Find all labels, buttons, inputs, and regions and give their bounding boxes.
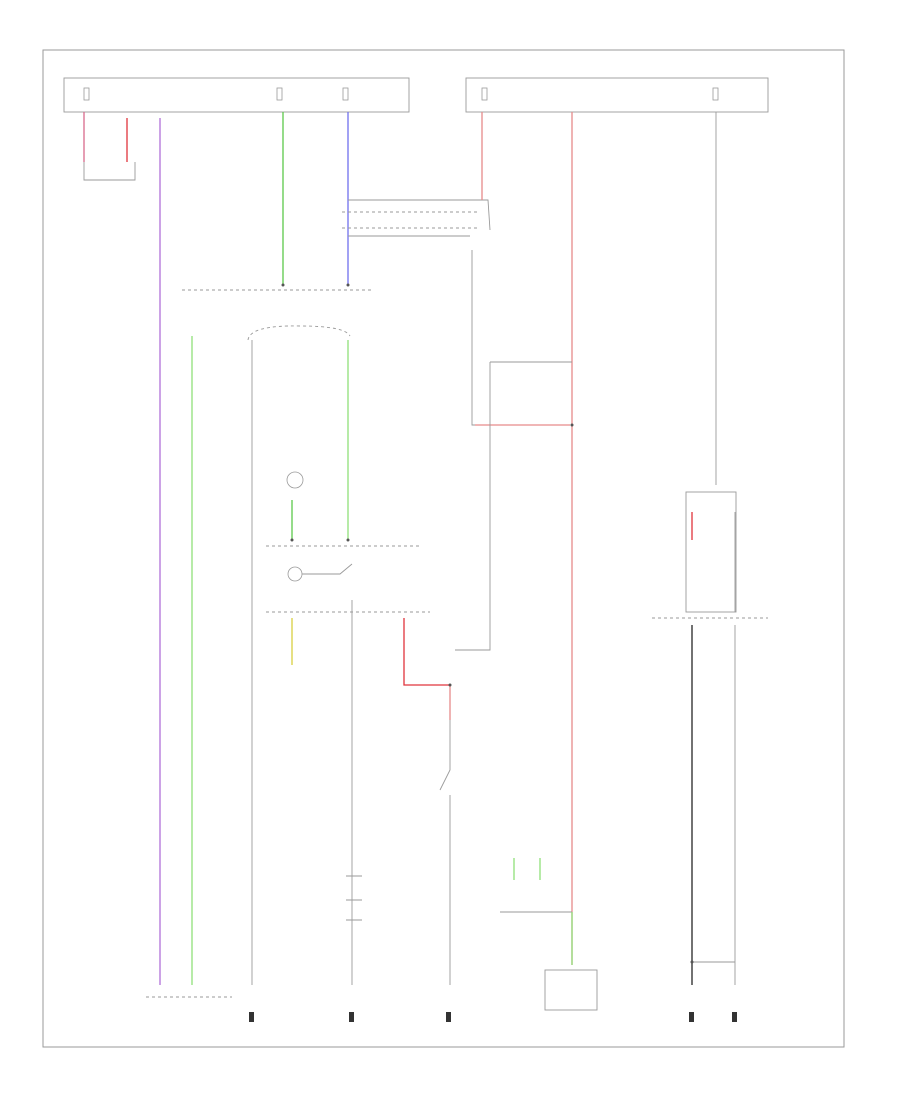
- diagram-frame: [42, 49, 845, 1048]
- joint-box: [455, 361, 572, 651]
- resistor-block: [346, 875, 362, 921]
- ground-symbols: [249, 1012, 737, 1022]
- brake-switch: [439, 720, 451, 985]
- switch-arc: [247, 325, 351, 341]
- lamp-lead: [302, 563, 353, 575]
- lamp-symbol: [287, 566, 303, 582]
- indicator-lamp: [286, 471, 304, 489]
- fuse-box-right: [465, 77, 769, 113]
- relay-box: [685, 491, 737, 613]
- wire-gray-stop-upper: [348, 199, 491, 231]
- dash-switch-box: [342, 211, 480, 229]
- fuse-box-left: [63, 77, 410, 113]
- abs-connector-wires: [513, 858, 541, 880]
- splice-dots: [281, 283, 694, 964]
- steering-switch-loop: [83, 162, 136, 181]
- ecu-box: [544, 969, 598, 1011]
- wire-red-lower: [403, 618, 450, 686]
- wire-gray-joint-left: [471, 250, 490, 426]
